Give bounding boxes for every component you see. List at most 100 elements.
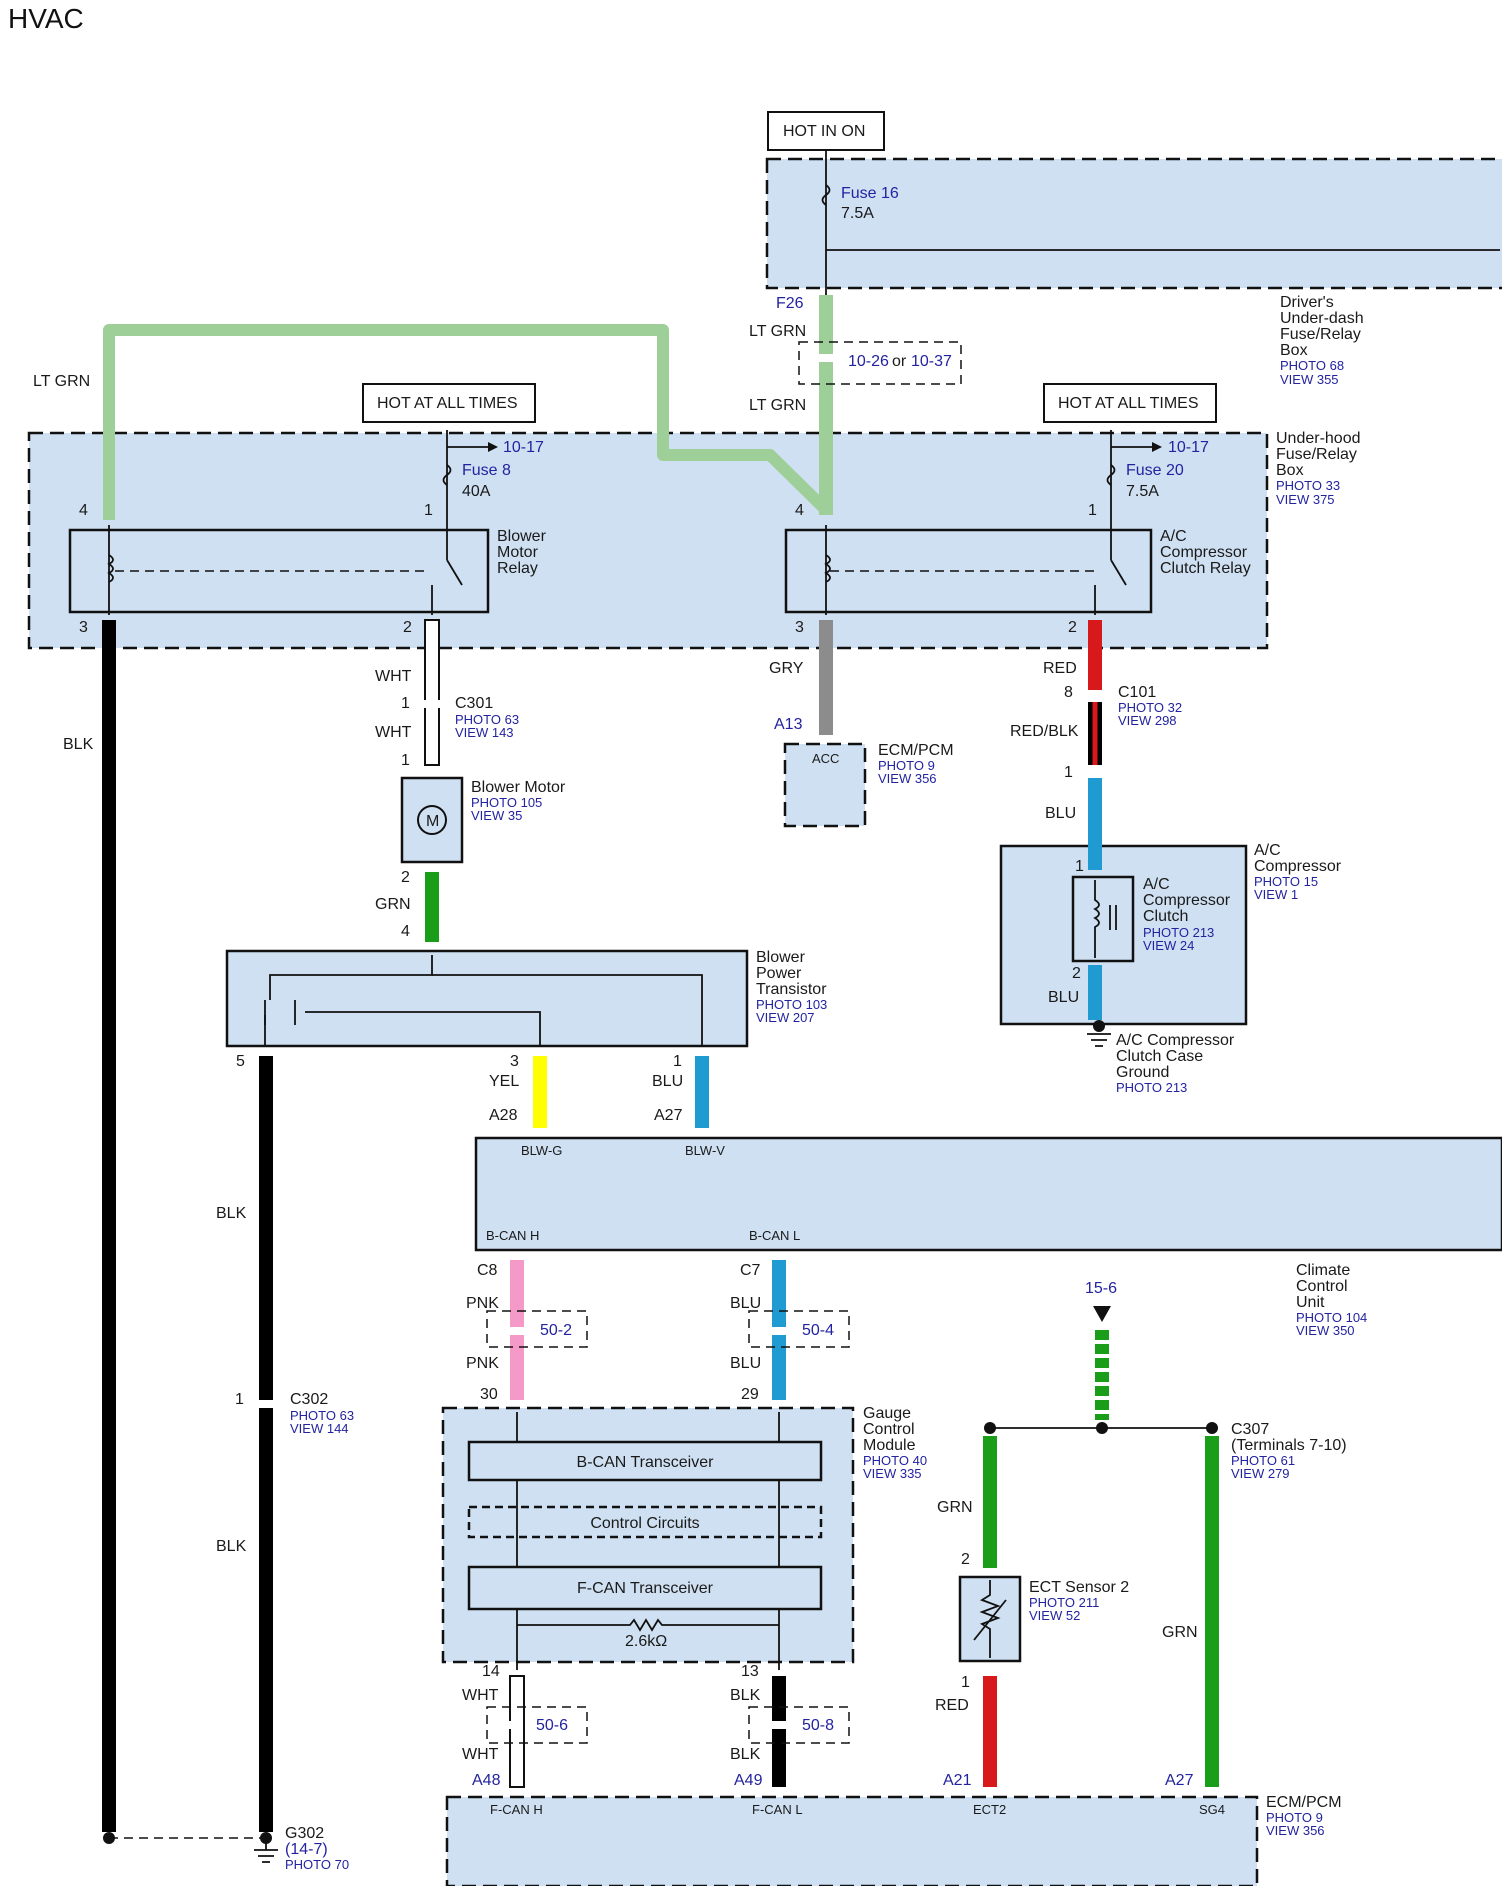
ref-15-6-arrow bbox=[1093, 1306, 1111, 1322]
motor-symbol bbox=[417, 805, 447, 835]
blower-motor bbox=[400, 776, 464, 864]
hot-at-all-times-label-2: HOT AT ALL TIMES bbox=[1058, 395, 1199, 412]
ac-clutch-l3: Clutch bbox=[1143, 908, 1188, 925]
redblk-label: RED/BLK bbox=[1010, 723, 1079, 740]
ccu-bcanh: B-CAN H bbox=[486, 1228, 539, 1243]
red-label-1: RED bbox=[1043, 660, 1077, 677]
driver-box-l2: Under-dash bbox=[1280, 310, 1364, 327]
ac-clutch bbox=[1071, 875, 1135, 963]
underhood-l2: Fuse/Relay bbox=[1276, 446, 1357, 463]
c307-photo: PHOTO 61 bbox=[1231, 1453, 1295, 1468]
ac-clutch-l1: A/C bbox=[1143, 876, 1170, 893]
ground-node-left bbox=[103, 1832, 115, 1844]
ac-comp-l1: A/C bbox=[1254, 842, 1281, 859]
blk-mid-label: BLK bbox=[216, 1205, 247, 1222]
ccu-l1: Climate bbox=[1296, 1262, 1350, 1279]
ac-comp-photo: PHOTO 15 bbox=[1254, 874, 1318, 889]
bpt-photo: PHOTO 103 bbox=[756, 997, 827, 1012]
underhood-photo: PHOTO 33 bbox=[1276, 478, 1340, 493]
hot-at-all-times-box-2 bbox=[1043, 383, 1217, 423]
c302-view: VIEW 144 bbox=[290, 1421, 349, 1436]
fcan-transceiver bbox=[467, 1565, 823, 1611]
blower-relay-l1: Blower bbox=[497, 528, 547, 545]
ecm-fcanl: F-CAN L bbox=[752, 1802, 803, 1817]
ccu-photo: PHOTO 104 bbox=[1296, 1310, 1367, 1325]
split-ref-b: 10-37 bbox=[911, 353, 952, 370]
blower-power-transistor-box bbox=[225, 949, 749, 1048]
ecm-pcm-bottom-box bbox=[445, 1795, 1259, 1886]
page-title: HVAC bbox=[8, 3, 84, 34]
wht-label-1: WHT bbox=[375, 668, 412, 685]
ref-50-8: 50-8 bbox=[802, 1717, 834, 1734]
c302-photo: PHOTO 63 bbox=[290, 1408, 354, 1423]
fuse8-rating: 40A bbox=[462, 483, 491, 500]
c307-name: C307 bbox=[1231, 1421, 1269, 1438]
ac-switch-arm bbox=[1110, 559, 1127, 586]
blower-relay-l3: Relay bbox=[497, 560, 538, 577]
bpt-yel-line bbox=[305, 1011, 541, 1045]
climate-control-unit-box bbox=[474, 1136, 1502, 1252]
driver-box-photo: PHOTO 68 bbox=[1280, 358, 1344, 373]
fuse20-ref: 10-17 bbox=[1168, 439, 1209, 456]
blower-relay-l2: Motor bbox=[497, 544, 539, 561]
blu-ac-label: BLU bbox=[1045, 805, 1076, 822]
ccu-blwg: BLW-G bbox=[521, 1143, 562, 1158]
ect-pin2: 2 bbox=[961, 1551, 970, 1568]
ac-clutch-pin1: 1 bbox=[1075, 858, 1084, 875]
bpt-pin5: 5 bbox=[236, 1053, 245, 1070]
wht-wire-fcanh bbox=[509, 1675, 525, 1788]
gcm-pin29: 29 bbox=[741, 1386, 759, 1403]
ect-thermistor bbox=[979, 1580, 1001, 1658]
ac-ground-symbol bbox=[1087, 1033, 1111, 1047]
bpt-view: VIEW 207 bbox=[756, 1010, 815, 1025]
grn-motor-label: GRN bbox=[375, 896, 411, 913]
ref-50-6: 50-6 bbox=[536, 1717, 568, 1734]
fuse20-rating: 7.5A bbox=[1126, 483, 1159, 500]
split-ref-bracket bbox=[798, 341, 962, 385]
hot-in-on-label: HOT IN ON bbox=[783, 123, 865, 140]
ref-50-2-bracket bbox=[486, 1310, 588, 1348]
pnk-label-2: PNK bbox=[466, 1355, 499, 1372]
connector-gaps bbox=[254, 354, 1107, 1729]
blower-motor-photo: PHOTO 105 bbox=[471, 795, 542, 810]
ecm-acc-box bbox=[783, 742, 867, 828]
bpt-l2: Power bbox=[756, 965, 802, 982]
blu-c7-label-1: BLU bbox=[730, 1295, 761, 1312]
wht-label-4: WHT bbox=[462, 1746, 499, 1763]
red-ect-label: RED bbox=[935, 1697, 969, 1714]
ecm-ect2: ECT2 bbox=[973, 1802, 1006, 1817]
fuse8-symbol bbox=[442, 464, 452, 486]
blower-motor-name: Blower Motor bbox=[471, 779, 566, 796]
ecm-acc-photo: PHOTO 9 bbox=[878, 758, 935, 773]
ref-50-8-bracket bbox=[748, 1706, 850, 1744]
gcm-pin30: 30 bbox=[480, 1386, 498, 1403]
c301-photo: PHOTO 63 bbox=[455, 712, 519, 727]
termination-resistor bbox=[517, 1618, 779, 1632]
ccu-l2: Control bbox=[1296, 1278, 1348, 1295]
ac-relay-l3: Clutch Relay bbox=[1160, 560, 1251, 577]
control-circuits bbox=[467, 1505, 823, 1539]
splice-center bbox=[1096, 1422, 1108, 1434]
wht-label-2: WHT bbox=[375, 724, 412, 741]
hot-at-all-times-box-1 bbox=[362, 383, 536, 423]
gcm-l2: Control bbox=[863, 1421, 915, 1438]
fuse16-symbol bbox=[821, 184, 831, 206]
blower-relay-pin2: 2 bbox=[403, 619, 412, 636]
g302-photo: PHOTO 70 bbox=[285, 1857, 349, 1872]
splice-left bbox=[984, 1422, 996, 1434]
ac-ground-l3: Ground bbox=[1116, 1064, 1169, 1081]
ac-ground-l2: Clutch Case bbox=[1116, 1048, 1203, 1065]
ac-comp-view: VIEW 1 bbox=[1254, 887, 1298, 902]
ac-relay-coil bbox=[824, 554, 831, 583]
underhood-l1: Under-hood bbox=[1276, 430, 1361, 447]
g302-ground-symbol bbox=[254, 1838, 278, 1863]
underhood-view: VIEW 375 bbox=[1276, 492, 1335, 507]
blower-switch-arm bbox=[446, 559, 463, 586]
bcan-label: B-CAN Transceiver bbox=[577, 1454, 715, 1471]
ecm-sg4: SG4 bbox=[1199, 1802, 1225, 1817]
redblk-pin1: 1 bbox=[1064, 764, 1073, 781]
ctrl-label: Control Circuits bbox=[590, 1515, 699, 1532]
driver-box-l4: Box bbox=[1280, 342, 1308, 359]
ac-relay-l2: Compressor bbox=[1160, 544, 1248, 561]
bpt-l1: Blower bbox=[756, 949, 806, 966]
